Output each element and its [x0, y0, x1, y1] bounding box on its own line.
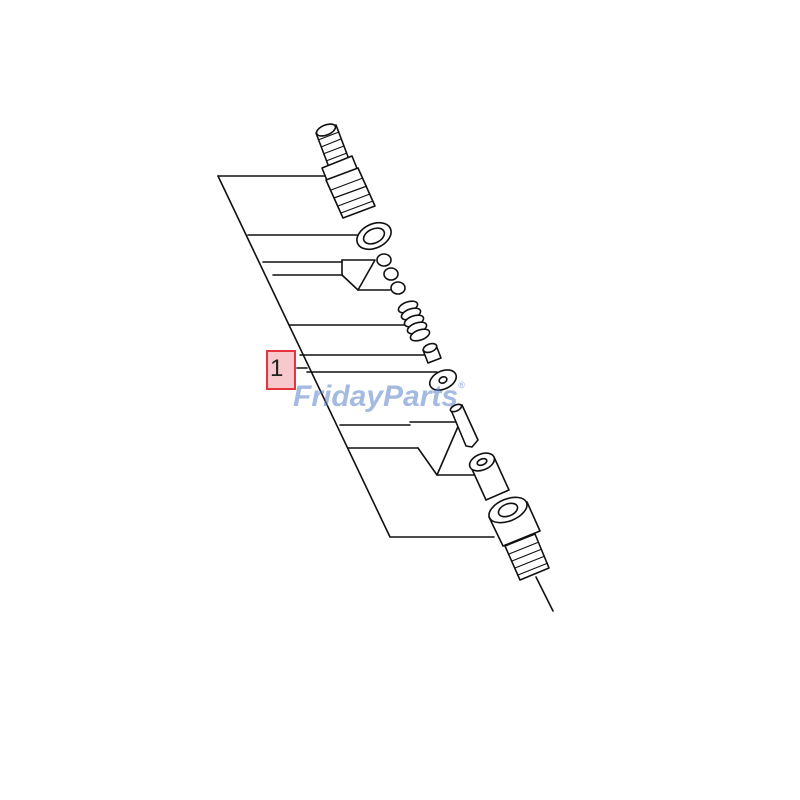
watermark-text: FridayParts	[293, 380, 459, 413]
callout-number: 1	[270, 355, 284, 382]
small-washer	[428, 369, 458, 391]
top-fitting	[315, 123, 376, 219]
needle-pin	[449, 403, 479, 448]
small-cap	[422, 342, 442, 364]
bracket-lines	[217, 175, 495, 538]
large-washer	[356, 221, 392, 251]
callout-box[interactable]	[266, 350, 296, 390]
nozzle-body	[468, 452, 510, 501]
registered-mark: ®	[458, 380, 465, 390]
watermark-logo: FridayParts®	[293, 380, 465, 414]
spring	[397, 300, 431, 342]
o-rings	[376, 253, 406, 295]
bottom-nut	[488, 496, 554, 612]
